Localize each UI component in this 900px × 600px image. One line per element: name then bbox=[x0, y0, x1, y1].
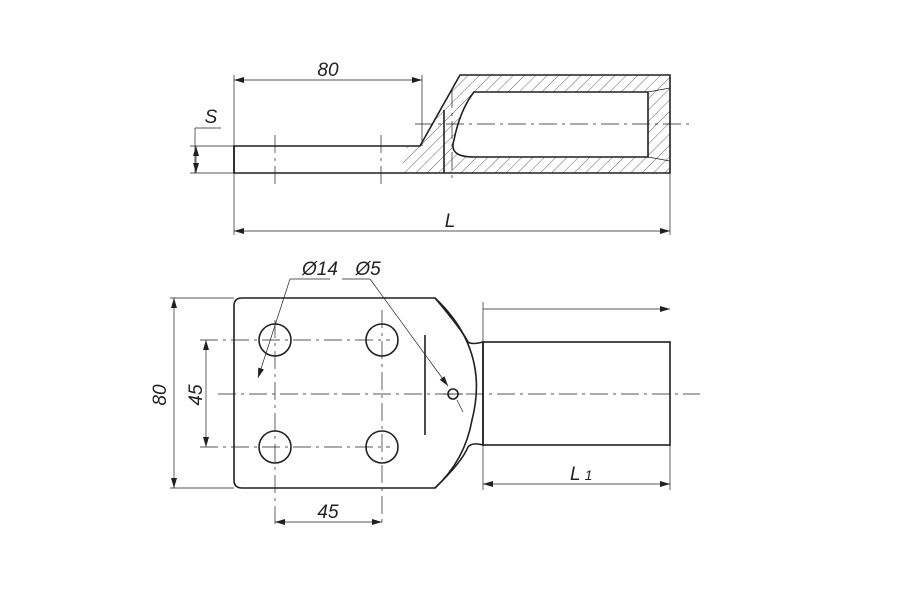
dim-l: L bbox=[445, 211, 456, 232]
dim-diameter-14: Ø14 bbox=[301, 259, 338, 280]
dim-45-vertical: 45 bbox=[186, 384, 207, 406]
dim-diameter-5: Ø5 bbox=[354, 259, 381, 280]
dim-s: S bbox=[205, 107, 218, 128]
side-view: 80 S L bbox=[190, 60, 692, 235]
dim-80-top: 80 bbox=[317, 60, 339, 81]
dim-45-horizontal: 45 bbox=[317, 502, 339, 523]
bore-cavity bbox=[452, 91, 649, 158]
dim-80-width: 80 bbox=[150, 384, 171, 406]
